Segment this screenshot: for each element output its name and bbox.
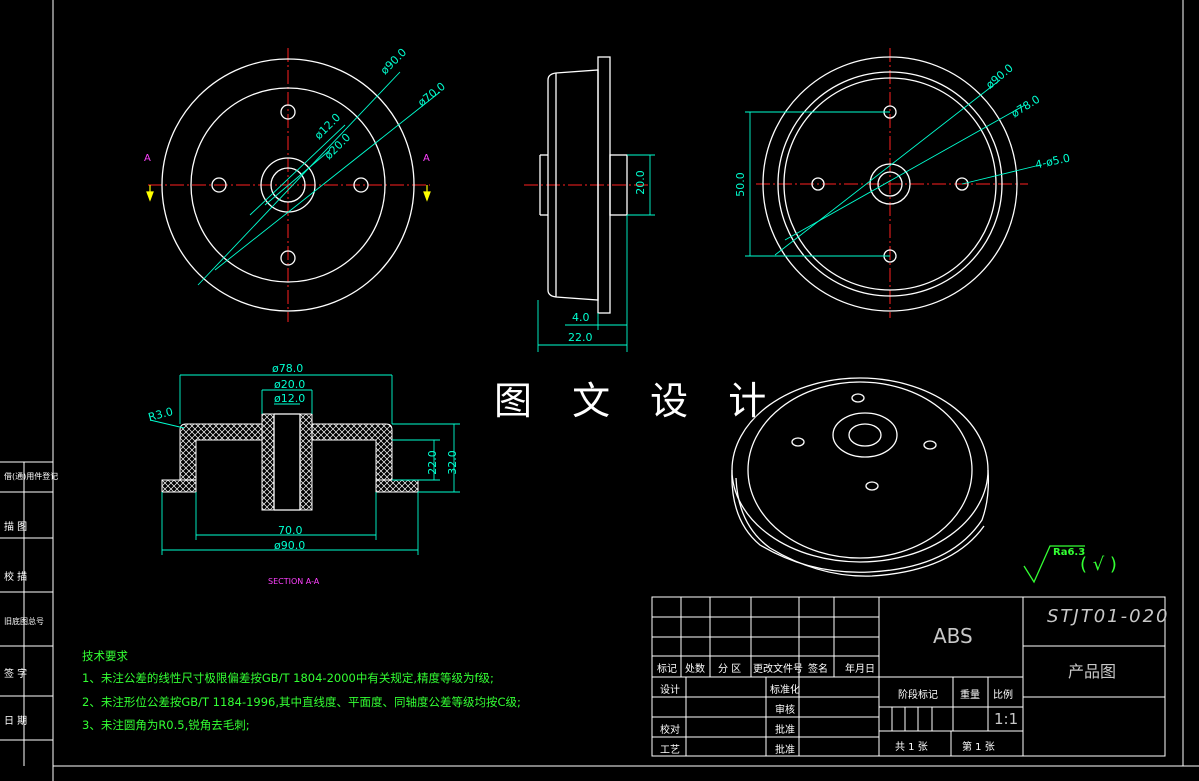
row-review-label: 审核 bbox=[775, 705, 795, 716]
dim-side-w4: 4.0 bbox=[572, 311, 590, 324]
weight-label: 重量 bbox=[960, 690, 980, 701]
header-zone: 分 区 bbox=[718, 664, 742, 675]
dim-section-h22: 22.0 bbox=[425, 450, 439, 475]
section-view bbox=[149, 374, 460, 555]
dim-section-h32: 32.0 bbox=[445, 450, 459, 475]
header-count: 处数 bbox=[685, 664, 705, 675]
sheet-number: 第 1 张 bbox=[962, 742, 995, 753]
header-change-doc: 更改文件号 bbox=[753, 664, 803, 675]
scale-label: 比例 bbox=[993, 690, 1013, 701]
side-label-1: 借(通)用件登记 bbox=[4, 472, 59, 481]
row-check-label: 校对 bbox=[660, 725, 680, 736]
row-check-approve: 批准 bbox=[775, 725, 795, 736]
roughness-value: Ra6.3 bbox=[1053, 547, 1086, 558]
scale-value: 1:1 bbox=[994, 710, 1019, 728]
roughness-suffix: ( √ ) bbox=[1080, 554, 1117, 575]
side-label-3: 校 描 bbox=[4, 572, 28, 583]
row-craft-approve: 批准 bbox=[775, 745, 795, 756]
row-design-label: 设计 bbox=[660, 685, 680, 696]
row-standard-label: 标准化 bbox=[770, 685, 800, 696]
section-mark-left: A bbox=[144, 153, 151, 164]
header-signature: 签名 bbox=[808, 664, 828, 675]
dim-section-d78: ø78.0 bbox=[272, 362, 304, 375]
header-date: 年月日 bbox=[845, 664, 875, 675]
side-label-6: 日 期 bbox=[4, 716, 28, 727]
tech-requirement-2: 2、未注形位公差按GB/T 1184-1996,其中直线度、平面度、同轴度公差等… bbox=[82, 695, 521, 709]
watermark: 图 文 设 计 bbox=[494, 379, 781, 423]
side-label-4: 旧底图总号 bbox=[4, 617, 44, 626]
roughness-symbol bbox=[1023, 545, 1085, 584]
tech-requirements-title: 技术要求 bbox=[82, 649, 128, 663]
sheet-count: 共 1 张 bbox=[895, 742, 928, 753]
header-mark: 标记 bbox=[657, 664, 677, 675]
drawing-number: STJT01-020 bbox=[1047, 606, 1170, 627]
tech-requirement-1: 1、未注公差的线性尺寸极限偏差按GB/T 1804-2000中有关规定,精度等级… bbox=[82, 671, 494, 685]
row-craft-label: 工艺 bbox=[660, 745, 680, 756]
front-view-right bbox=[745, 48, 1041, 318]
dim-section-d12: ø12.0 bbox=[274, 392, 306, 405]
dim-front-right-h50: 50.0 bbox=[733, 172, 747, 197]
drawing-name: 产品图 bbox=[1068, 662, 1117, 681]
side-label-5: 签 字 bbox=[4, 669, 28, 680]
stage-label: 阶段标记 bbox=[898, 690, 938, 701]
dim-section-w70: 70.0 bbox=[278, 524, 303, 537]
dim-side-w22: 22.0 bbox=[568, 331, 593, 344]
section-caption: SECTION A-A bbox=[268, 577, 320, 586]
title-block-grid bbox=[651, 596, 1166, 757]
dim-section-d90: ø90.0 bbox=[274, 539, 306, 552]
dim-section-d20: ø20.0 bbox=[274, 378, 306, 391]
front-view-left bbox=[146, 48, 441, 322]
isometric-view bbox=[731, 377, 990, 577]
section-mark-right: A bbox=[423, 153, 430, 164]
dim-side-h20: 20.0 bbox=[633, 170, 647, 195]
material: ABS bbox=[933, 624, 973, 648]
side-view bbox=[524, 56, 655, 352]
tech-requirement-3: 3、未注圆角为R0.5,锐角去毛刺; bbox=[82, 718, 250, 732]
side-label-2: 描 图 bbox=[4, 522, 28, 533]
